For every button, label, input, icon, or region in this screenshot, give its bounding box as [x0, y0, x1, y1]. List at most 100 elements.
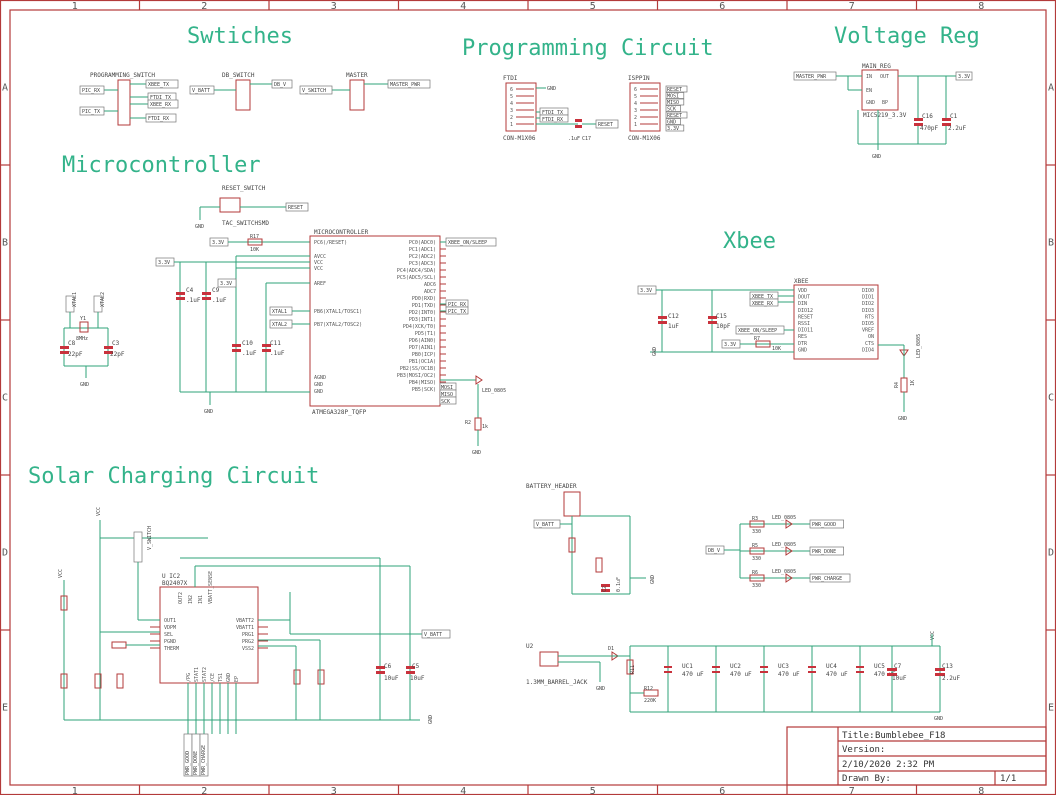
grid-row-right-D: D	[1048, 548, 1054, 559]
c2-ref: C2	[602, 586, 608, 592]
solar-status-net-0: PWR_GOOD	[185, 751, 191, 775]
svg-text:XTAL2: XTAL2	[100, 292, 106, 307]
grid-row-left-B: B	[2, 238, 8, 249]
svg-text:MASTER_PWR: MASTER_PWR	[796, 74, 827, 80]
date-value: 2/10/2020 2:32 PM	[842, 760, 935, 770]
mcu-part: ATMEGA328P_TQFP	[312, 409, 367, 416]
ftdi-label: FTDI	[503, 75, 518, 82]
svg-text:RESET: RESET	[288, 205, 303, 211]
section-title-microcontroller: Microcontroller	[62, 153, 261, 178]
status-led-1	[785, 546, 793, 556]
bulk-cap-val-2: 470 uF	[778, 671, 800, 678]
mcu-right-pins: PC0(ADC0)PC1(ADC1)PC2(ADC2)PC3(ADC3)PC4(…	[397, 240, 446, 393]
barrel-jack	[539, 651, 559, 667]
grid-col-bottom-7: 7	[849, 786, 855, 795]
grid-col-top-6: 6	[719, 1, 725, 12]
mcu-right-pin-1: PC1(ADC1)	[409, 247, 436, 253]
c2-val: 0.1uF	[616, 577, 622, 592]
net-pic-tx: PIC_TX	[79, 106, 105, 116]
svg-text:3.3V: 3.3V	[158, 260, 170, 266]
svg-text:3.3V: 3.3V	[724, 342, 736, 348]
svg-text:3.3V: 3.3V	[640, 288, 652, 294]
svg-text:PIC_TX: PIC_TX	[448, 309, 466, 315]
power-vcc: VCC	[930, 631, 936, 640]
mcu-right-pin-18: PB2(SS/OC1B)	[400, 366, 436, 372]
c16-val: 470pF	[920, 125, 938, 132]
net-xtal2-y: XTAL2	[93, 292, 106, 313]
c4-val: .1uF	[186, 297, 201, 304]
grid-row-left-D: D	[2, 548, 8, 559]
solar-top-pin-0: OUT2	[178, 592, 184, 604]
mcu-name: MICROCONTROLLER	[314, 229, 369, 236]
svg-text:3.3V: 3.3V	[220, 281, 232, 287]
solar-left-pin-2: SEL	[164, 632, 173, 638]
grid-col-bottom-6: 6	[719, 786, 725, 795]
xbee-label: XBEE	[794, 278, 809, 285]
net-v-switch-solar: V_SWITCH	[133, 526, 153, 563]
led-resistor-val-2: 330	[752, 583, 761, 589]
r17-ref: R17	[250, 234, 259, 240]
grid-col-bottom-1: 1	[72, 786, 78, 795]
led-resistor-ref-1: R5	[752, 543, 758, 549]
mcu-right-pin-0: PC0(ADC0)	[409, 240, 436, 246]
svg-text:3.3V: 3.3V	[212, 240, 224, 246]
y1-val: 8MHz	[76, 336, 88, 342]
grid-row-left-E: E	[2, 703, 8, 714]
section-title-programming: Programming Circuit	[462, 36, 714, 61]
ftdi-gnd: GND	[547, 86, 556, 92]
c15-val: 10pF	[716, 323, 731, 330]
net-3v3-mcu: 3.3V	[155, 257, 175, 267]
grid-row-right-B: B	[1048, 238, 1054, 249]
r12-ref: R12	[644, 686, 653, 692]
version-label: Version:	[842, 745, 885, 755]
isp-net-0: RESET	[667, 87, 682, 93]
net-v-batt-switch: V_BATT	[189, 85, 215, 95]
reset-gnd: GND	[195, 224, 204, 230]
status-led-net-0: PWR_GOOD	[812, 522, 836, 528]
solar-bottom-pin-4: TS1	[218, 673, 224, 682]
svg-text:DB_V: DB_V	[274, 82, 286, 88]
svg-text:V_BATT: V_BATT	[536, 522, 554, 528]
mcu-right-pin-9: PD1(TXD)	[412, 303, 436, 309]
isp-net-1: MOSI	[667, 94, 679, 100]
svg-text:FTDI_TX: FTDI_TX	[150, 95, 171, 101]
xbee-right-pin-1: DIO1	[862, 295, 874, 301]
mcu-right-pin-16: PB0(ICP)	[412, 352, 436, 358]
reset-switch	[219, 197, 241, 213]
solar-bottom-pin-0: /PG	[186, 673, 192, 682]
r17	[247, 238, 263, 246]
c6-ref: C6	[384, 663, 392, 670]
mcu-led-label: LED_0805	[482, 388, 506, 394]
grid-col-top-2: 2	[201, 1, 207, 12]
net-v-batt-solar: V_BATT	[421, 629, 451, 639]
ftdi-pins-pin-5: 5	[510, 94, 513, 100]
svg-text:MISO: MISO	[441, 392, 453, 398]
ftdi-pins-pin-3: 3	[510, 108, 513, 114]
bulk-cap-ref-1: UC2	[730, 663, 741, 670]
status-leds: DB_V R3330LED_0805PWR_GOODR5330LED_0805P…	[705, 515, 851, 589]
mcu-left-pin-6: PB7(XTAL2/TOSC2)	[314, 322, 362, 328]
crystal-y1	[79, 321, 89, 333]
led-resistor-0	[749, 520, 765, 528]
solar-left-pin-4: THERM	[164, 646, 179, 652]
xbee-right-pin-9: DIO4	[862, 347, 874, 353]
solar-bottom-pin-2: STAT2	[202, 667, 208, 682]
svg-text:SCK: SCK	[441, 399, 450, 405]
net-db-v-leds: DB_V	[705, 545, 725, 555]
barrel-jack-label: 1.3MM_BARREL_JACK	[526, 679, 588, 686]
c3-val: 22pF	[110, 351, 125, 358]
mcu-right-pin-12: PD4(XCK/T0)	[403, 324, 436, 330]
grid-col-bottom-2: 2	[201, 786, 207, 795]
solar-bottom-pin-3: /CE	[210, 673, 216, 682]
reg-model: MIC5219_3.3V	[863, 112, 907, 119]
mcu-left-pin-7: AGND	[314, 375, 326, 381]
mcu-right-pin-2: PC2(ADC2)	[409, 254, 436, 260]
r4-ref: R4	[894, 382, 900, 388]
drawn-label: Drawn By:	[842, 774, 891, 784]
mcu-left-pin-3: VCC	[314, 266, 323, 272]
master-switch	[349, 79, 365, 111]
c6-val: 10uF	[384, 675, 399, 682]
c11-val: .1uF	[270, 350, 285, 357]
